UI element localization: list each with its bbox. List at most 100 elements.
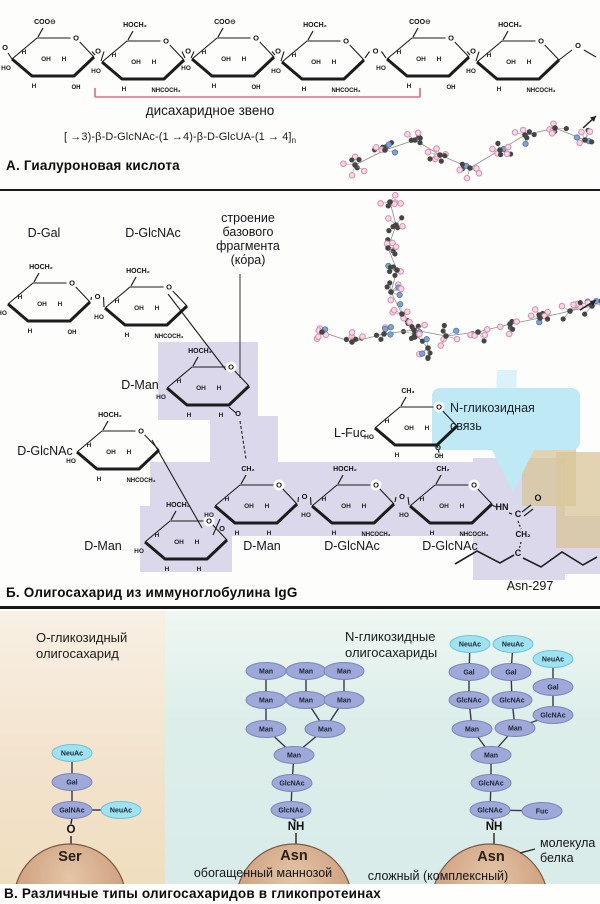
glyco-node: [304, 720, 346, 738]
bridge-oxygen-label: O: [95, 47, 101, 56]
oh-label: OH: [196, 385, 206, 392]
glyco-node-label: NeuAc: [61, 751, 83, 758]
oxygen-atom: [360, 167, 368, 175]
link-atom-label: NH: [486, 821, 503, 833]
section-divider: [0, 189, 600, 191]
h-label: H: [18, 294, 23, 301]
terminal-bond: [7, 52, 13, 60]
substituent-bond: [435, 474, 442, 485]
ring-oxygen-mask: [135, 425, 147, 437]
glycosidic-bond: [181, 51, 186, 59]
nitrogen-atom: [385, 141, 392, 148]
glyco-node: [532, 706, 574, 724]
oxygen-atom: [397, 200, 405, 207]
model-bond: [389, 201, 397, 226]
oxygen-atom: [483, 326, 491, 333]
h-label: H: [197, 566, 202, 573]
protein-pointer-line: [519, 848, 536, 854]
carbon-atom: [563, 125, 569, 132]
oxygen-atom: [389, 239, 396, 247]
oxygen-atom: [391, 192, 399, 199]
ring-oxygen-label: O: [228, 363, 234, 372]
bottom-substituent: OH: [72, 85, 81, 91]
glyco-node-label: Man: [337, 698, 351, 705]
carbon-atom: [475, 329, 481, 335]
h-label: H: [397, 49, 402, 56]
oxygen-atom: [505, 330, 513, 338]
h-label: H: [322, 496, 327, 503]
ring-oxygen-label: O: [253, 34, 259, 43]
oxygen-atom: [399, 223, 406, 230]
ring-back-edge: [7, 282, 91, 305]
bond-line: [167, 293, 227, 371]
sugar-name-label: D-Man: [84, 539, 122, 553]
top-substituent: CH₃: [401, 388, 414, 395]
h-label: H: [527, 59, 532, 66]
bridge-oxygen-label: O: [399, 492, 405, 501]
core-note: базового: [223, 225, 274, 239]
substituent-bond: [33, 272, 40, 283]
h-label: H: [212, 83, 217, 90]
ring-front-edge: [101, 58, 186, 81]
sugar-name-label: D-GlcNAc: [125, 226, 181, 240]
bottom-substituent: OH: [435, 454, 444, 460]
glycan-type-label: сложный (комплексный): [368, 869, 508, 883]
h-label: H: [265, 503, 270, 510]
glycosidic-bond: [475, 51, 480, 62]
oxygen-atom: [372, 143, 380, 151]
ring-back-edge: [104, 286, 188, 309]
glyco-node: [51, 773, 93, 791]
ring-oxygen-mask: [273, 479, 285, 491]
section-c-caption: В. Различные типы олигосахаридов в глико…: [4, 886, 381, 901]
ring-back-edge: [166, 366, 250, 389]
oxygen-atom: [471, 332, 478, 339]
molecular-model-hyaluronate: [340, 120, 595, 182]
ring-oxygen-label: O: [69, 279, 75, 288]
core-shading: [140, 506, 232, 572]
glycosidic-bond: [190, 51, 195, 59]
glycosidic-bond: [394, 496, 397, 503]
ring-oxygen-label: O: [436, 403, 442, 412]
glyco-node-label: GlcNAc: [499, 698, 524, 705]
h-label: H: [87, 442, 92, 449]
oxygen-atom: [377, 200, 384, 207]
bond-line: [508, 512, 513, 515]
bridge-oxygen-label: O: [373, 47, 379, 56]
sugar-name-label: D-GlcNAc: [324, 539, 380, 553]
top-substituent: HOCH₂: [166, 502, 190, 509]
chem-group-label: C: [515, 509, 522, 519]
ring-front-edge: [386, 55, 471, 78]
substituent-bond: [192, 356, 199, 367]
sugar-name-label: D-Gal: [28, 226, 61, 240]
top-substituent: COO⊖: [34, 19, 56, 26]
top-substituent: COO⊖: [214, 19, 236, 26]
h-label: H: [242, 56, 247, 63]
bond-line: [518, 541, 522, 551]
glyco-node: [532, 678, 574, 696]
ring-oxygen-label: O: [448, 34, 454, 43]
chem-group-label: O: [534, 493, 541, 503]
ring-front-edge: [409, 502, 494, 525]
h-label: H: [187, 412, 192, 419]
bond-line: [228, 406, 237, 414]
glyco-node-label: Fuc: [536, 809, 549, 816]
glycosidic-bond: [407, 496, 410, 506]
ho-label: HO: [301, 512, 311, 519]
glycosidic-bond: [309, 496, 312, 506]
protein-molecule-label: молекула: [540, 836, 595, 850]
carbon-atom: [425, 345, 431, 351]
h-label: H: [332, 530, 337, 537]
ring-back-edge: [11, 37, 95, 60]
ho-label: HO: [364, 434, 374, 441]
carbon-atom: [353, 336, 359, 342]
h-label: H: [407, 83, 412, 90]
n-glycan-title: N-гликозидные: [345, 629, 436, 644]
n-glycosidic-bond-label: N-гликозидная: [450, 401, 535, 415]
carbon-atom: [582, 137, 588, 143]
core-note: фрагмента: [216, 239, 280, 253]
sugar-name-label: D-Man: [243, 539, 281, 553]
glyco-node: [521, 802, 563, 820]
